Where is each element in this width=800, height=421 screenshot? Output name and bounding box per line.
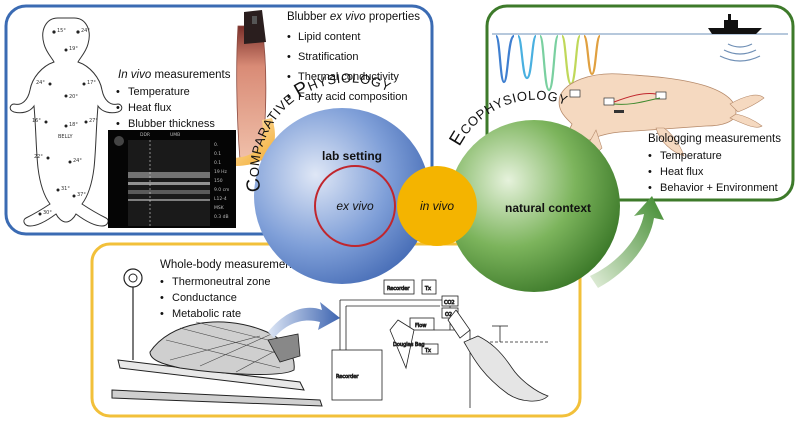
in-vivo-label: in vivo — [420, 199, 454, 213]
ex-vivo-item: Fatty acid composition — [298, 91, 407, 103]
apparatus-label: Tx — [424, 286, 431, 292]
whole-body-measurements: Whole-body measurements • Thermoneutral … — [160, 259, 301, 320]
ultrasound-readout: 0. — [214, 142, 218, 148]
biologging-measurements: Biologging measurements • Temperature • … — [648, 133, 781, 194]
biologging-item: Temperature — [660, 150, 722, 162]
signal-waves-icon — [719, 43, 761, 62]
seal-temp-label: 16° — [32, 118, 41, 124]
seal-on-scale-drawing — [111, 268, 323, 407]
in-vivo-circle — [397, 166, 477, 246]
whole-body-item: Conductance — [172, 292, 237, 304]
seal-temp-label: 19° — [69, 46, 78, 52]
seal-temp-label: 24° — [36, 80, 45, 86]
blubber-sample-image — [236, 10, 267, 161]
ultrasound-readout: 19 Hz — [214, 169, 228, 175]
seal-temp-label: 31° — [61, 186, 70, 192]
apparatus-label: Flow — [415, 323, 426, 329]
ex-vivo-properties: Blubber ex vivo properties • Lipid conte… — [287, 11, 420, 103]
seal-temp-label: 20° — [69, 94, 78, 100]
biologging-heading: Biologging measurements — [648, 133, 781, 145]
venn-diagram: lab setting ex vivo in vivo natural cont… — [243, 70, 620, 292]
bullet: • — [648, 166, 652, 178]
seal-temp-label: 18° — [69, 122, 78, 128]
seal-temp-label: 24° — [81, 28, 90, 34]
ultrasound-label: DDR — [140, 132, 150, 138]
ultrasound-readout: 150 — [214, 178, 223, 184]
bullet: • — [287, 51, 291, 63]
ex-vivo-item: Thermal conductivity — [298, 71, 399, 83]
ex-vivo-ring — [314, 165, 396, 247]
apparatus-label: Recorder — [387, 286, 410, 292]
in-vivo-item: Heat flux — [128, 102, 172, 114]
belly-label: BELLY — [58, 134, 73, 140]
ultrasound-readout: 0.1 — [214, 151, 221, 157]
seal-temp-label: 30° — [43, 210, 52, 216]
bullet: • — [648, 150, 652, 162]
bullet: • — [116, 118, 120, 130]
ex-vivo-item: Lipid content — [298, 31, 360, 43]
ultrasound-readout: L12-4 — [214, 196, 227, 202]
apparatus-label: Douglas Bag — [393, 342, 425, 348]
seal-temp-label: 17° — [87, 80, 96, 86]
whole-body-heading: Whole-body measurements — [160, 259, 301, 271]
ex-vivo-item: Stratification — [298, 51, 359, 63]
apparatus-label: O2 — [445, 312, 452, 318]
whole-body-item: Metabolic rate — [172, 308, 241, 320]
natural-context-label: natural context — [505, 201, 591, 215]
in-vivo-measurements: In vivo measurements • Temperature • Hea… — [116, 69, 231, 130]
respirometry-apparatus: Recorder Tx Recorder Flow CO2 O2 Tx Doug… — [331, 279, 550, 408]
lab-setting-label: lab setting — [322, 149, 382, 163]
apparatus-label: Tx — [424, 348, 431, 354]
bullet: • — [116, 102, 120, 114]
ship-icon — [708, 14, 762, 34]
ultrasound-readout: 0.1 — [214, 160, 221, 166]
bullet: • — [160, 292, 164, 304]
curved-arrow-icon — [590, 196, 664, 288]
seal-thermal-diagram: BELLY 15° 24° 19° 24° 17° 20° 27° 16° 18… — [9, 17, 123, 227]
biologging-item: Heat flux — [660, 166, 704, 178]
bullet: • — [160, 308, 164, 320]
seal-temp-label: 27° — [89, 118, 98, 124]
seal-temp-label: 22° — [34, 154, 43, 160]
ultrasound-label: UMB — [170, 132, 180, 138]
seal-temp-label: 24° — [73, 158, 82, 164]
bullet: • — [648, 182, 652, 194]
whole-body-item: Thermoneutral zone — [172, 276, 270, 288]
bullet: • — [160, 276, 164, 288]
ecophysiology-circle — [448, 120, 620, 292]
seal-temp-label: 15° — [57, 28, 66, 34]
bullet: • — [287, 91, 291, 103]
ultrasound-readout: 9.0 cm — [214, 187, 229, 193]
biologging-item: Behavior + Environment — [660, 182, 778, 194]
ex-vivo-label: ex vivo — [336, 199, 374, 213]
apparatus-label: CO2 — [444, 300, 455, 306]
seal-temp-label: 37° — [77, 192, 86, 198]
in-vivo-heading: In vivo measurements — [118, 69, 231, 81]
ultrasound-readout: MSK — [214, 205, 225, 211]
ultrasound-readout: 0.3 dB — [214, 214, 229, 220]
ex-vivo-heading: Blubber ex vivo properties — [287, 11, 420, 23]
in-vivo-item: Blubber thickness — [128, 118, 215, 130]
curved-arrow-icon — [268, 302, 340, 338]
comparative-physiology-circle — [254, 108, 430, 284]
bullet: • — [116, 86, 120, 98]
bullet: • — [287, 71, 291, 83]
apparatus-label: Recorder — [336, 374, 359, 380]
in-vivo-item: Temperature — [128, 86, 190, 98]
bullet: • — [287, 31, 291, 43]
